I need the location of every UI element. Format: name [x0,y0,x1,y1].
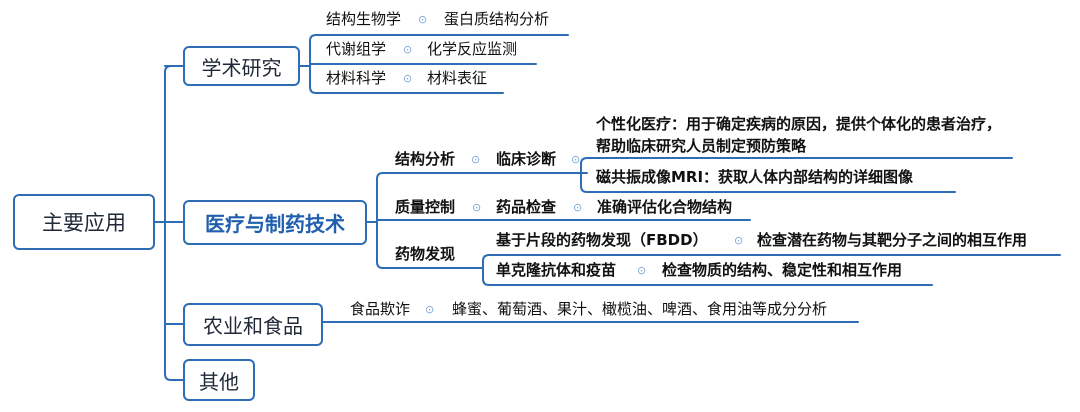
academic-node-label: 学术研究 [201,55,282,80]
quality-label[interactable]: 质量控制 [395,198,456,216]
structure-label[interactable]: 结构分析 [395,150,456,168]
academic-field-1[interactable]: 结构生物学 [326,10,402,28]
circle-dot-icon: ⊙ [471,153,481,166]
circle-dot-icon: ⊙ [472,201,482,214]
other-node-label: 其他 [199,369,239,394]
medical-node[interactable]: 医疗与制药技术 [183,200,367,245]
inspection-detail[interactable]: 准确评估化合物结构 [597,198,733,216]
agri-node-label: 农业和食品 [203,314,303,338]
antibody-label[interactable]: 单克隆抗体和疫苗 [496,261,617,279]
academic-detail-2[interactable]: 化学反应监测 [427,40,518,58]
academic-field-2[interactable]: 代谢组学 [326,40,387,58]
fraud-detail[interactable]: 蜂蜜、葡萄酒、果汁、橄榄油、啤酒、食用油等成分分析 [452,300,828,318]
circle-dot-icon: ⊙ [425,303,435,316]
underline-mri [580,172,956,193]
circle-dot-icon: ⊙ [403,43,413,56]
circle-dot-icon: ⊙ [571,153,581,166]
other-node[interactable]: 其他 [183,359,255,401]
personalized-text[interactable]: 个性化医疗：用于确定疾病的原因，提供个体化的患者治疗，帮助临床研究人员制定预防策… [596,115,1002,155]
circle-dot-icon: ⊙ [734,234,744,247]
circle-dot-icon: ⊙ [403,72,413,85]
root-node[interactable]: 主要应用 [13,194,155,250]
academic-detail-1[interactable]: 蛋白质结构分析 [444,10,550,28]
antibody-detail[interactable]: 检查物质的结构、稳定性和相互作用 [662,261,903,279]
connector-discovery-fork [477,254,490,286]
fbdd-label[interactable]: 基于片段的药物发现（FBDD） [496,231,708,249]
discovery-label[interactable]: 药物发现 [395,245,456,263]
connector-structure-fork [580,157,588,193]
circle-dot-icon: ⊙ [418,13,428,26]
fraud-label[interactable]: 食品欺诈 [350,300,411,318]
academic-field-3[interactable]: 材料科学 [326,69,387,87]
root-node-label: 主要应用 [42,211,126,235]
agri-node[interactable]: 农业和食品 [183,303,323,346]
medical-node-label: 医疗与制药技术 [205,212,345,236]
clinical-label[interactable]: 临床诊断 [496,150,557,168]
academic-node[interactable]: 学术研究 [183,46,300,86]
academic-detail-3[interactable]: 材料表征 [427,69,488,87]
mri-text[interactable]: 磁共振成像MRI：获取人体内部结构的详细图像 [596,168,914,186]
fbdd-detail[interactable]: 检查潜在药物与其靶分子之间的相互作用 [757,231,1028,249]
circle-dot-icon: ⊙ [573,201,583,214]
circle-dot-icon: ⊙ [637,264,647,277]
inspection-label[interactable]: 药品检查 [496,198,557,216]
